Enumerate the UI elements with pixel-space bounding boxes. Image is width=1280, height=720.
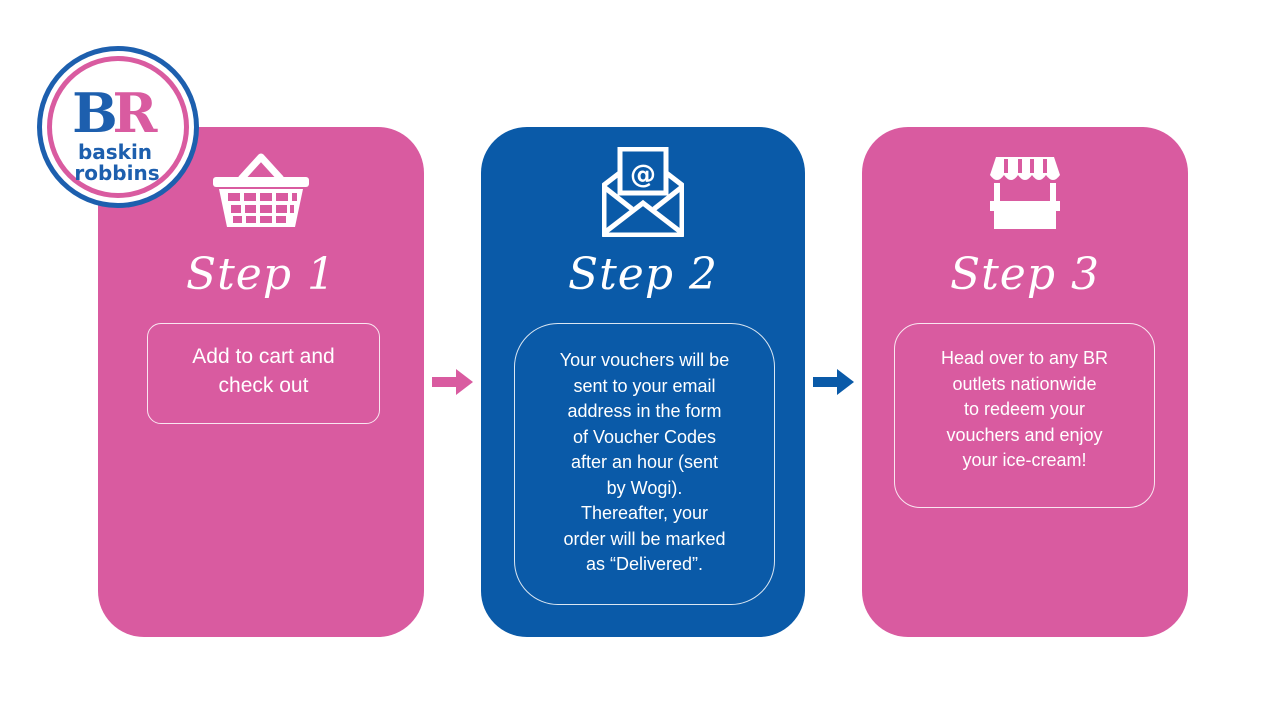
storefront-icon xyxy=(990,157,1060,229)
logo-word-baskin: baskin xyxy=(78,140,152,164)
step-3-title: Step 3 xyxy=(949,249,1100,300)
step-3-description: Head over to any BR outlets nationwide t… xyxy=(940,348,1109,470)
logo-monogram-r: R xyxy=(113,81,159,145)
logo-word-robbins: robbins xyxy=(74,161,159,185)
step-1-card: Step 1 Add to cart and check out xyxy=(98,127,424,637)
svg-text:@: @ xyxy=(630,160,656,190)
step-2-card: @ Step 2 Your vouchers will be sent to y… xyxy=(481,127,805,637)
step-2-description-box: Your vouchers will be sent to your email… xyxy=(514,323,775,605)
step-2-description: Your vouchers will be sent to your email… xyxy=(559,350,730,574)
step-2-title: Step 2 xyxy=(567,249,718,300)
step-1-description-box: Add to cart and check out xyxy=(147,323,380,424)
email-envelope-icon: @ xyxy=(602,147,684,237)
shopping-basket-icon xyxy=(213,153,309,227)
step-1-description: Add to cart and check out xyxy=(192,345,335,397)
logo-monogram-b: B xyxy=(72,81,118,145)
step-3-description-box: Head over to any BR outlets nationwide t… xyxy=(894,323,1155,508)
step-3-card: Step 3 Head over to any BR outlets natio… xyxy=(862,127,1188,637)
baskin-robbins-logo: B R baskin robbins xyxy=(37,46,199,208)
right-arrow-icon xyxy=(432,369,473,395)
right-arrow-icon xyxy=(813,369,854,395)
step-1-title: Step 1 xyxy=(185,249,336,300)
